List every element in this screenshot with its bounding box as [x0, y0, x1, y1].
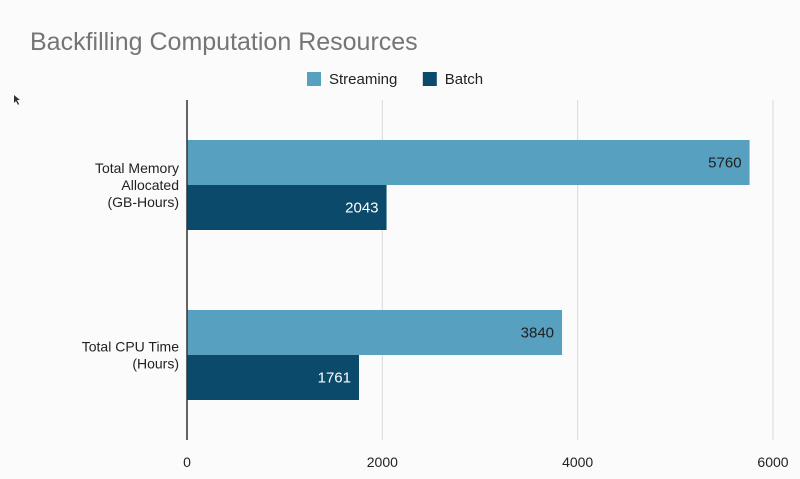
bars: 5760 2043 3840 1761: [187, 140, 750, 400]
data-label: 2043: [345, 200, 378, 217]
data-label: 1761: [318, 370, 351, 387]
x-tick-label: 0: [183, 454, 191, 470]
bar-streaming: [187, 140, 750, 185]
legend: Streaming Batch: [307, 71, 483, 88]
data-label: 3840: [521, 325, 554, 342]
bar-batch: [187, 355, 359, 400]
legend-swatch-batch: [422, 72, 437, 86]
bar-batch: [187, 185, 387, 230]
data-label: 5760: [708, 155, 741, 172]
x-tick-label: 6000: [757, 454, 788, 470]
x-tick-label: 4000: [562, 454, 593, 470]
chart-title: Backfilling Computation Resources: [30, 28, 418, 56]
bar-streaming: [187, 310, 563, 355]
legend-label-batch: Batch: [445, 71, 483, 88]
mouse-cursor-icon: [14, 95, 20, 105]
x-axis-ticks: 0 2000 4000 6000: [183, 454, 789, 470]
category-label: Total CPU Time(Hours): [82, 339, 179, 372]
legend-label-streaming: Streaming: [329, 71, 397, 88]
x-tick-label: 2000: [367, 454, 398, 470]
legend-swatch-streaming: [307, 72, 321, 86]
